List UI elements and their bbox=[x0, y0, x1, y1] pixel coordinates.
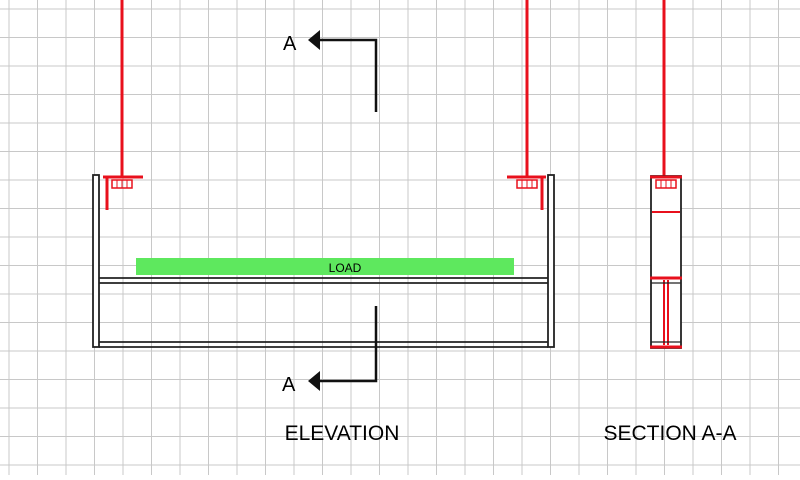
section-cut-marker-top bbox=[308, 30, 378, 112]
section-top-bracket bbox=[650, 175, 682, 189]
load-bar bbox=[136, 258, 514, 275]
top-beam bbox=[99, 277, 548, 284]
bottom-beam bbox=[99, 341, 548, 348]
left-vertical-post bbox=[92, 174, 100, 348]
elevation-title: ELEVATION bbox=[285, 422, 400, 445]
section-title: SECTION A-A bbox=[603, 422, 736, 445]
left-hanger-bracket bbox=[103, 175, 143, 210]
section-cut-marker-bottom bbox=[308, 306, 378, 391]
section-mark-top-label: A bbox=[283, 33, 297, 55]
section-channel bbox=[650, 175, 682, 349]
load-label: LOAD bbox=[329, 261, 362, 275]
right-vertical-post bbox=[547, 174, 555, 348]
section-beam-profile bbox=[650, 276, 682, 349]
section-mark-bottom-label: A bbox=[282, 374, 296, 396]
section-beam-webs bbox=[651, 282, 681, 343]
section-view: SECTION A-A bbox=[603, 0, 737, 445]
elevation-view: LOAD A A ELEVATION bbox=[92, 0, 555, 445]
right-hanger-bracket bbox=[507, 175, 546, 210]
